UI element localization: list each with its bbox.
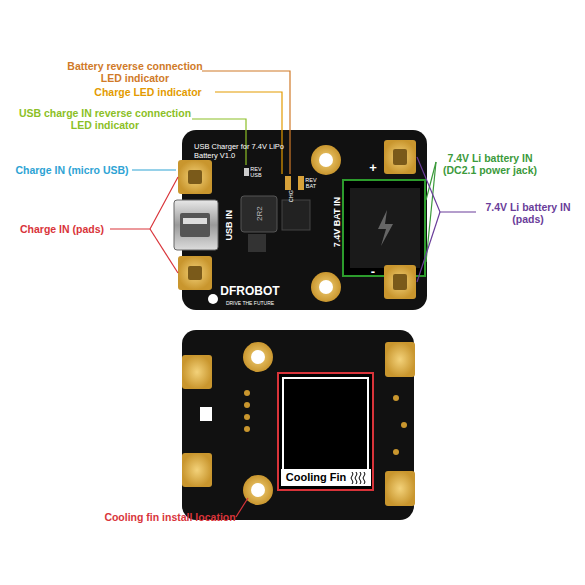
callout-text: Charge IN (pads) bbox=[20, 223, 104, 235]
brand-logo: DFROBOT bbox=[220, 285, 279, 299]
cooling-fin-area bbox=[278, 373, 373, 490]
silkscreen-text: REV BAT bbox=[302, 177, 320, 190]
callout-text: 7.4V Li battery IN (pads) bbox=[481, 201, 576, 225]
dc-jack bbox=[343, 180, 425, 276]
callout-text: 7.4V Li battery IN (DC2.1 power jack) bbox=[435, 152, 545, 176]
inductor-marking: 2R2 bbox=[254, 207, 263, 222]
pcb-top bbox=[182, 130, 427, 310]
callout-text: USB charge IN reverse connection LED ind… bbox=[16, 107, 194, 131]
fin-wave bbox=[359, 472, 361, 484]
silkscreen-text: CHG bbox=[288, 190, 294, 202]
micro-usb bbox=[174, 200, 218, 250]
silkscreen-text: 7.4V BAT IN bbox=[332, 197, 342, 247]
callout-text: Charge LED indicator bbox=[94, 86, 201, 98]
callout-text: Charge IN (micro USB) bbox=[15, 164, 128, 176]
callout-text: Battery reverse connection LED indicator bbox=[65, 60, 205, 84]
callout-text: Cooling fin install location bbox=[104, 511, 235, 523]
fin-wave bbox=[363, 472, 365, 484]
pcb-bottom bbox=[182, 330, 414, 520]
leader-lines bbox=[110, 71, 476, 517]
fin-wave bbox=[355, 472, 357, 484]
polarity-mark: - bbox=[371, 265, 375, 280]
silkscreen-text: REV USB bbox=[247, 166, 265, 179]
silkscreen-text: USB IN bbox=[224, 210, 234, 241]
brand-slogan: DRIVE THE FUTURE bbox=[226, 301, 274, 307]
polarity-mark: + bbox=[369, 161, 377, 176]
fin-wave bbox=[351, 472, 353, 484]
board-title: USB Charger for 7.4V LiPo Battery V1.0 bbox=[194, 143, 306, 160]
fin-label: Cooling Fin bbox=[286, 471, 346, 484]
